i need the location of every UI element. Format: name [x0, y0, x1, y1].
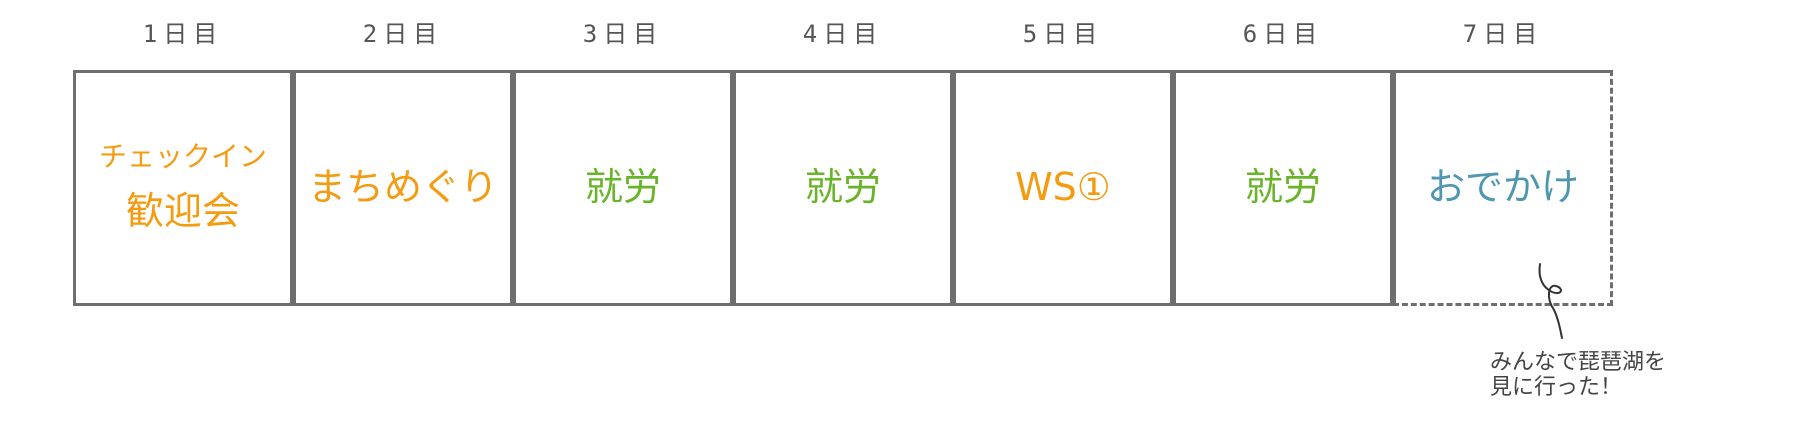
day-label-2: 2日目 [362, 20, 444, 48]
day-box-3: 就労 [513, 70, 733, 306]
day-box-5: WS① [953, 70, 1173, 306]
day-label-1: 1日目 [142, 20, 224, 48]
day-label-6: 6日目 [1242, 20, 1324, 48]
day-4-activity: 就労 [804, 165, 881, 210]
day-7-activity: おでかけ [1426, 165, 1579, 210]
day-2-activity: まちめぐり [307, 165, 498, 210]
day-5-activity: WS① [1015, 165, 1111, 210]
day-3-activity: 就労 [584, 165, 661, 210]
day-box-4: 就労 [733, 70, 953, 306]
day-box-2: まちめぐり [293, 70, 513, 306]
day-1-activity: 歓迎会 [125, 189, 240, 234]
day-box-7: おでかけ [1393, 70, 1613, 306]
day-label-3: 3日目 [582, 20, 664, 48]
day-box-1: チェックイン 歓迎会 [73, 70, 293, 306]
annotation-pointer-icon [1538, 263, 1563, 339]
day-label-5: 5日目 [1022, 20, 1104, 48]
day-1-subtitle: チェックイン [98, 140, 267, 174]
day-box-6: 就労 [1173, 70, 1393, 306]
day-label-4: 4日目 [802, 20, 884, 48]
annotation-note: みんなで琵琶湖を 見に行った！ [1490, 350, 1667, 401]
day-label-7: 7日目 [1462, 20, 1544, 48]
day-6-activity: 就労 [1244, 165, 1321, 210]
